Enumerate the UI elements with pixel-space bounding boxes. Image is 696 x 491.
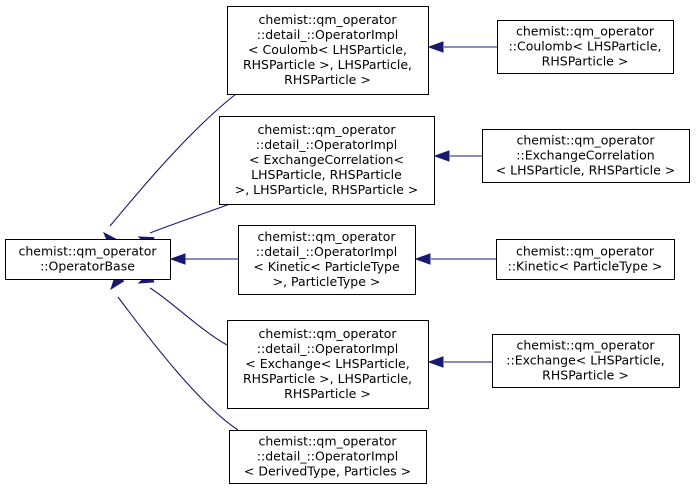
- class-node-base: chemist::qm_operator::OperatorBase: [5, 239, 171, 280]
- class-node-impl-coulomb[interactable]: chemist::qm_operator::detail_::OperatorI…: [227, 6, 429, 95]
- inheritance-arrowhead: [427, 41, 444, 53]
- edge-exchange-to-impl-exchange: [427, 356, 492, 368]
- edge-line: [149, 287, 228, 346]
- class-label-line: chemist::qm_operator: [516, 24, 655, 39]
- edge-coulomb-to-impl-coulomb: [427, 41, 497, 53]
- edge-kinetic-to-impl-kinetic: [414, 253, 496, 265]
- class-node-impl-derived[interactable]: chemist::qm_operator::detail_::OperatorI…: [229, 430, 427, 484]
- class-label-line: ::ExchangeCorrelation: [516, 148, 654, 163]
- class-label-line: RHSParticle >: [542, 368, 629, 383]
- class-label-line: ::detail_::OperatorImpl: [256, 137, 397, 152]
- class-label-line: chemist::qm_operator: [258, 326, 397, 341]
- class-label-line: RHSParticle >, LHSParticle,: [243, 57, 412, 72]
- class-node-xc[interactable]: chemist::qm_operator::ExchangeCorrelatio…: [482, 129, 690, 183]
- class-label-line: LHSParticle, RHSParticle: [251, 167, 402, 182]
- class-label-line: < Kinetic< ParticleType: [253, 259, 400, 274]
- class-node-impl-xc[interactable]: chemist::qm_operator::detail_::OperatorI…: [219, 116, 435, 205]
- class-label-line: < Exchange< LHSParticle,: [245, 356, 409, 371]
- class-label-line: chemist::qm_operator: [258, 434, 397, 449]
- edge-impl-kinetic-to-base: [169, 253, 238, 265]
- class-node-exchange[interactable]: chemist::qm_operator::Exchange< LHSParti…: [492, 334, 680, 388]
- class-label-line: ::detail_::OperatorImpl: [257, 449, 398, 464]
- class-label-line: ::Kinetic< ParticleType >: [508, 259, 663, 274]
- edge-impl-coulomb-to-base: [102, 93, 237, 248]
- class-label-line: ::Exchange< LHSParticle,: [506, 353, 664, 368]
- inheritance-arrowhead: [169, 253, 186, 265]
- class-node-impl-kinetic[interactable]: chemist::qm_operator::detail_::OperatorI…: [238, 225, 416, 295]
- edge-impl-derived-to-base: [110, 274, 239, 431]
- inheritance-arrowhead: [433, 150, 450, 162]
- edge-xc-to-impl-xc: [433, 150, 482, 162]
- class-label-line: RHSParticle >: [542, 54, 629, 69]
- class-box: [227, 6, 429, 95]
- class-box: [238, 225, 416, 295]
- class-node-kinetic[interactable]: chemist::qm_operator::Kinetic< ParticleT…: [496, 239, 675, 280]
- class-label-line: < LHSParticle, RHSParticle >: [496, 163, 676, 178]
- class-label-line: < DerivedType, Particles >: [244, 464, 411, 479]
- class-label-line: >, ParticleType >: [273, 274, 381, 289]
- class-label-line: chemist::qm_operator: [257, 229, 396, 244]
- class-label-line: chemist::qm_operator: [516, 338, 655, 353]
- class-label-line: chemist::qm_operator: [18, 244, 157, 259]
- class-label-line: chemist::qm_operator: [258, 12, 397, 27]
- class-label-line: chemist::qm_operator: [516, 133, 655, 148]
- class-label-line: RHSParticle >, LHSParticle,: [243, 371, 412, 386]
- class-label-line: ::detail_::OperatorImpl: [256, 244, 397, 259]
- class-label-line: ::OperatorBase: [40, 259, 135, 274]
- class-box: [482, 129, 690, 183]
- class-box: [229, 430, 427, 484]
- class-label-line: < Coulomb< LHSParticle,: [248, 42, 407, 57]
- edge-line: [109, 93, 237, 227]
- nodes-layer: chemist::qm_operator::OperatorBasechemis…: [5, 6, 690, 484]
- edge-line: [117, 296, 239, 431]
- edge-line: [149, 203, 231, 234]
- class-label-line: RHSParticle >: [284, 386, 371, 401]
- class-label-line: >, LHSParticle, RHSParticle >: [235, 182, 419, 197]
- class-label-line: ::Coulomb< LHSParticle,: [509, 39, 662, 54]
- class-box: [5, 239, 171, 280]
- class-box: [219, 116, 435, 205]
- class-box: [492, 334, 680, 388]
- class-box: [227, 320, 429, 409]
- edge-impl-exchange-to-base: [137, 271, 228, 346]
- class-node-impl-exchange[interactable]: chemist::qm_operator::detail_::OperatorI…: [227, 320, 429, 409]
- class-label-line: RHSParticle >: [284, 72, 371, 87]
- class-label-line: chemist::qm_operator: [516, 244, 655, 259]
- inheritance-arrowhead: [414, 253, 431, 265]
- class-box: [497, 20, 674, 74]
- class-label-line: ::detail_::OperatorImpl: [257, 341, 398, 356]
- class-node-coulomb[interactable]: chemist::qm_operator::Coulomb< LHSPartic…: [497, 20, 674, 74]
- inheritance-arrowhead: [427, 356, 444, 368]
- class-box: [496, 239, 675, 280]
- class-label-line: ::detail_::OperatorImpl: [257, 27, 398, 42]
- class-label-line: < ExchangeCorrelation<: [249, 152, 404, 167]
- class-label-line: chemist::qm_operator: [257, 122, 396, 137]
